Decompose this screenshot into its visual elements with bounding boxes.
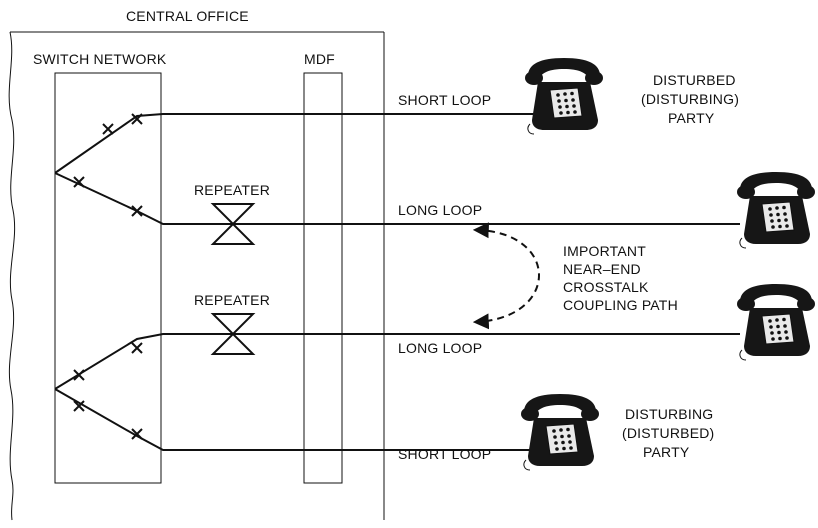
party-top-label: DISTURBED (DISTURBING) PARTY (641, 72, 739, 126)
svg-text:CROSSTALK: CROSSTALK (563, 279, 649, 295)
svg-text:PARTY: PARTY (668, 110, 715, 126)
repeater-top-label: REPEATER (194, 182, 270, 198)
telephone-icon (736, 283, 816, 361)
telephone-icon (736, 171, 816, 249)
crosspoint-x-icon (73, 342, 143, 440)
svg-text:NEAR–END: NEAR–END (563, 261, 641, 277)
repeater-icon (210, 203, 256, 245)
lower-switch-path (54, 333, 740, 451)
party-bottom-label: DISTURBING (DISTURBED) PARTY (622, 406, 714, 460)
telephone-icon (520, 393, 600, 471)
svg-text:COUPLING PATH: COUPLING PATH (563, 297, 678, 313)
central-office-box (8, 31, 385, 521)
switch-network-label: SWITCH NETWORK (33, 51, 167, 67)
dashed-arrow-icon (472, 222, 540, 330)
repeater-bottom-label: REPEATER (194, 292, 270, 308)
long-loop-upper-label: LONG LOOP (398, 202, 482, 218)
mdf-box (303, 72, 343, 484)
repeater-icon (210, 313, 256, 355)
short-loop-bottom-label: SHORT LOOP (398, 446, 491, 462)
svg-text:DISTURBING: DISTURBING (625, 406, 713, 422)
svg-text:IMPORTANT: IMPORTANT (563, 243, 646, 259)
switch-network-box (54, 72, 162, 484)
svg-text:PARTY: PARTY (643, 444, 690, 460)
telephone-icon (524, 57, 604, 135)
svg-text:(DISTURBING): (DISTURBING) (641, 91, 739, 107)
crosspoint-x-icon (73, 113, 143, 217)
mdf-label: MDF (304, 51, 335, 67)
short-loop-top-label: SHORT LOOP (398, 92, 491, 108)
long-loop-lower-label: LONG LOOP (398, 340, 482, 356)
central-office-label: CENTRAL OFFICE (126, 8, 249, 24)
upper-switch-path (54, 113, 740, 225)
svg-text:DISTURBED: DISTURBED (653, 72, 736, 88)
crosstalk-label: IMPORTANT NEAR–END CROSSTALK COUPLING PA… (563, 243, 678, 313)
svg-text:(DISTURBED): (DISTURBED) (622, 425, 714, 441)
